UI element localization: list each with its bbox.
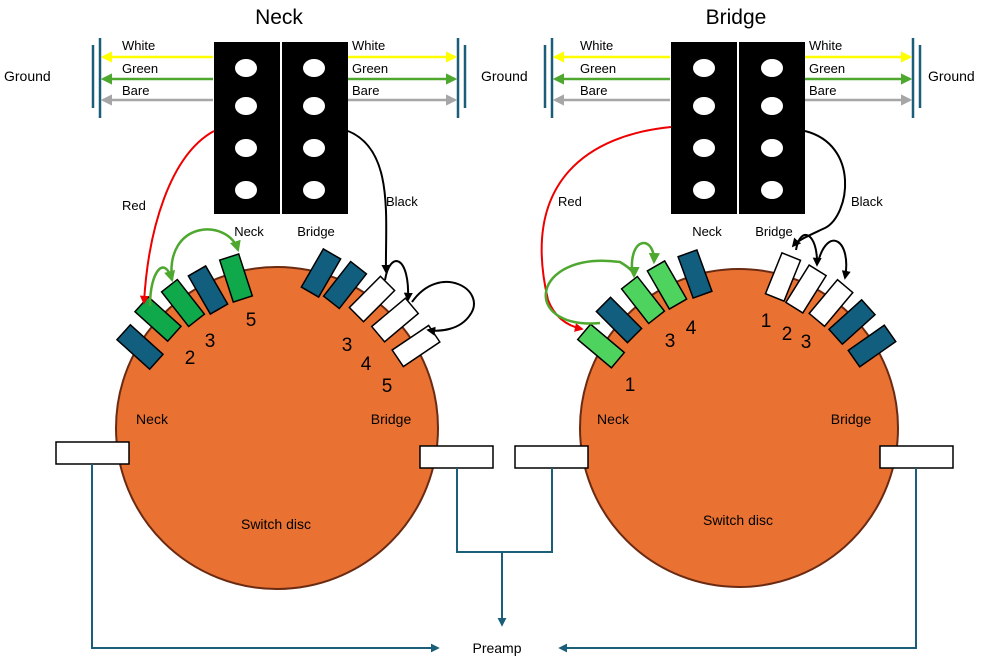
contact [595, 296, 643, 344]
neck-right-ground-label: Ground [481, 68, 528, 84]
contact [300, 247, 342, 299]
neck-red-label: Red [122, 198, 146, 213]
bridge-coil-bridge-label: Bridge [755, 224, 793, 239]
contact [187, 264, 229, 316]
bridge-white-label-left: White [580, 38, 613, 53]
neck-bare-label-right: Bare [352, 83, 379, 98]
bridge-left-contacts [576, 248, 713, 369]
neck-output-tab-right [419, 445, 494, 469]
neck-contact-label-r5: 5 [382, 376, 393, 397]
bridge-pole-pieces [693, 59, 783, 199]
neck-green-label-right: Green [352, 61, 388, 76]
contact [677, 248, 713, 300]
neck-disc-bridge-label: Bridge [371, 411, 412, 427]
preamp-label: Preamp [472, 640, 521, 656]
contact-3 [808, 278, 854, 328]
bridge-bare-label-right: Bare [809, 83, 836, 98]
bridge-output-tab-right [879, 445, 954, 469]
contact-4 [646, 259, 688, 311]
neck-contact-label-3: 3 [205, 331, 216, 352]
neck-red-wire [139, 130, 215, 305]
neck-pole-pieces [235, 59, 325, 199]
neck-green-jumper-1 [148, 266, 175, 307]
neck-left-contacts [115, 253, 254, 371]
neck-bare-label-left: Bare [122, 83, 149, 98]
bridge-contact-label-r1: 1 [761, 311, 772, 332]
neck-contact-label-5: 5 [246, 310, 257, 331]
neck-white-label-left: White [122, 38, 155, 53]
output-wire-right [558, 468, 917, 653]
neck-white-label-right: White [352, 38, 385, 53]
bridge-red-wire [540, 126, 672, 332]
bridge-green-label-right: Green [809, 61, 845, 76]
bridge-green-jumper-2 [630, 241, 660, 271]
neck-contact-label-2: 2 [185, 348, 196, 369]
neck-humbucker [214, 42, 348, 214]
neck-switch-disc [115, 266, 439, 590]
bridge-black-jumper-1 [795, 234, 822, 267]
bridge-contact-label-3: 3 [665, 331, 676, 352]
bridge-left-ground-bar [543, 38, 554, 118]
bridge-disc-name: Switch disc [703, 512, 773, 528]
bridge-red-label: Red [558, 194, 582, 209]
neck-black-wire [347, 130, 391, 274]
neck-black-jumper [384, 260, 413, 302]
contact-3 [348, 275, 396, 323]
neck-disc-name: Switch disc [241, 516, 311, 532]
contact-2 [784, 264, 828, 314]
bridge-coil-neck-label: Neck [692, 224, 722, 239]
bridge-output-tab-left [514, 445, 589, 469]
neck-coil-neck-label: Neck [234, 224, 264, 239]
contact-3 [620, 275, 666, 325]
contact [827, 298, 877, 346]
neck-contact-label-r4: 4 [361, 354, 372, 375]
neck-right-contacts [300, 247, 441, 368]
neck-output-tab-left [55, 441, 130, 465]
bridge-right-ground-bar [911, 38, 922, 118]
bridge-switch-diagram: Bridge Ground White Green Bare White Gre… [514, 6, 975, 588]
contact-1 [764, 251, 802, 303]
neck-switch-diagram: Neck Ground Ground White Green Bare Whit… [4, 6, 528, 590]
bridge-black-wire [791, 130, 847, 248]
bridge-white-label-right: White [809, 38, 842, 53]
bridge-black-label: Black [851, 194, 883, 209]
bridge-disc-bridge-label: Bridge [831, 411, 872, 427]
bridge-contact-label-r3: 3 [801, 332, 812, 353]
bridge-right-contacts [764, 251, 897, 368]
output-wire-center-bridge [456, 468, 553, 553]
neck-title: Neck [255, 6, 303, 29]
neck-black-loop [411, 281, 475, 336]
neck-disc-neck-label: Neck [136, 411, 169, 427]
bridge-switch-disc [579, 268, 899, 588]
bridge-right-ground-label: Ground [928, 68, 975, 84]
bridge-bare-label-left: Bare [580, 83, 607, 98]
output-wire-left [91, 464, 440, 653]
bridge-contact-label-1: 1 [625, 375, 636, 396]
neck-green-jumper-2 [170, 228, 241, 281]
contact-5 [218, 253, 254, 303]
neck-contact-label-r3: 3 [342, 335, 353, 356]
output-wiring [91, 464, 917, 653]
contact-1 [576, 323, 626, 369]
neck-coil-bridge-label: Bridge [297, 224, 335, 239]
bridge-contact-label-4: 4 [686, 318, 697, 339]
bridge-green-label-left: Green [580, 61, 616, 76]
neck-black-label: Black [386, 194, 418, 209]
bridge-black-jumper-2 [817, 239, 851, 280]
neck-green-label-left: Green [122, 61, 158, 76]
neck-left-ground-bar [91, 38, 102, 118]
contact-3 [160, 278, 206, 328]
contact [847, 324, 897, 368]
contact [322, 260, 368, 310]
bridge-green-jumper-1 [544, 259, 640, 325]
bridge-disc-neck-label: Neck [597, 411, 630, 427]
neck-right-ground-bar [456, 38, 467, 118]
contact [115, 323, 165, 371]
neck-left-ground-label: Ground [4, 68, 51, 84]
bridge-title: Bridge [706, 6, 767, 29]
bridge-contact-label-r2: 2 [782, 324, 793, 345]
bridge-humbucker [671, 42, 805, 214]
contact-4 [370, 297, 420, 343]
